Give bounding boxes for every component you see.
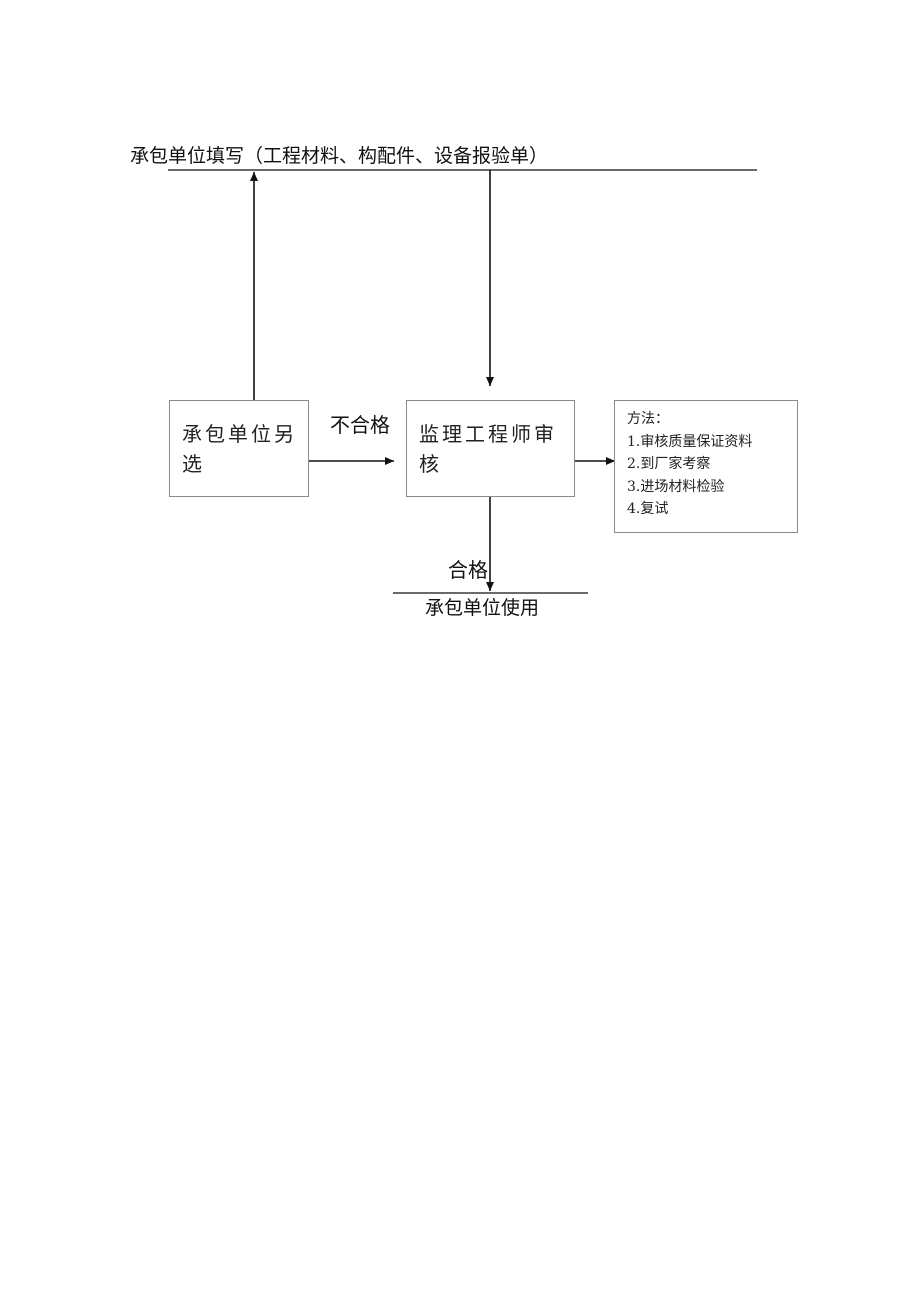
- node-contractor-reselect: 承包单位另选: [169, 400, 309, 497]
- methods-title: 方法：: [627, 411, 669, 427]
- contractor-use-label: 承包单位使用: [425, 597, 540, 619]
- method-item: 2.到厂家考察: [627, 456, 711, 472]
- method-item: 4.复试: [627, 501, 669, 517]
- node-supervisor-review: 监理工程师审核: [406, 400, 575, 497]
- edge-label-fail: 不合格: [330, 413, 390, 437]
- method-item: 3.进场材料检验: [627, 478, 725, 495]
- top-form-label: 承包单位填写（工程材料、构配件、设备报验单）: [130, 145, 549, 167]
- edge-label-pass: 合格: [448, 558, 488, 582]
- method-item: 1.审核质量保证资料: [627, 433, 753, 450]
- methods-box: 方法： 1.审核质量保证资料 2.到厂家考察 3.进场材料检验 4.复试: [614, 400, 798, 533]
